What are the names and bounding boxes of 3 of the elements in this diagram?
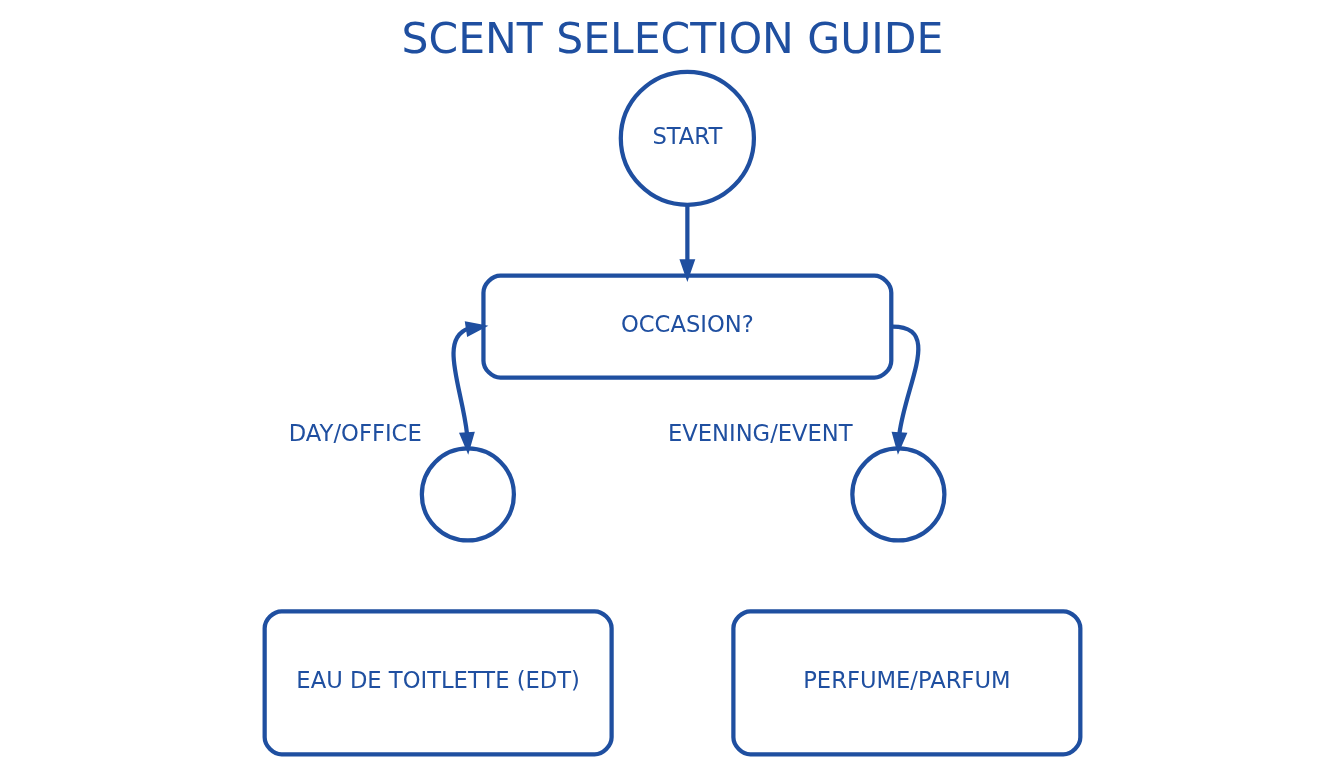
node-label: EVENING/EVENT bbox=[667, 420, 853, 447]
node-label: DAY/OFFICE bbox=[288, 420, 422, 447]
diagram-title: SCENT SELECTION GUIDE bbox=[401, 14, 943, 64]
